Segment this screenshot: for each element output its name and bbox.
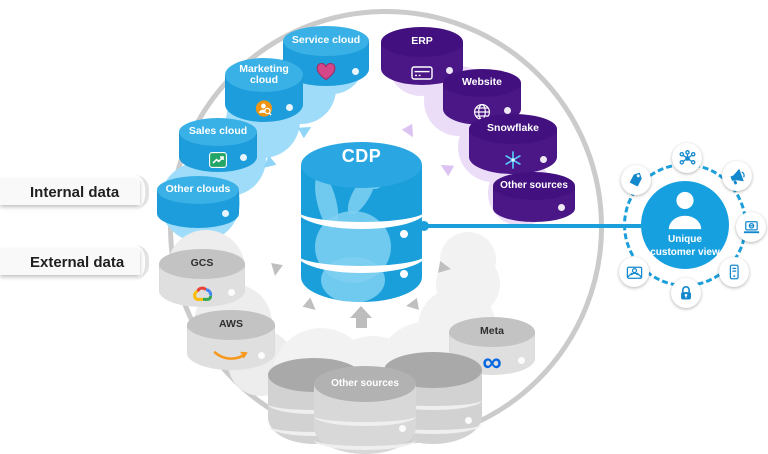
cdp-to-customer-connector [424,224,648,228]
lock-icon [671,278,701,308]
cdp-band-separator [297,192,426,229]
erp-label: ERP [411,35,433,48]
google-cloud-icon [190,285,214,302]
cylinder-meta: Meta ∞ [449,317,535,377]
stack-separator [314,430,416,450]
aws-smile-icon [213,350,249,363]
cylinder-aws: AWS [187,310,275,370]
cdp-label: CDP [341,146,382,166]
ribbon-tail [131,175,149,209]
cylinder-top: Sales cloud [179,118,257,146]
snowflake-icon [503,150,523,170]
sales-cloud-label: Sales cloud [188,125,248,138]
meta-label: Meta [480,325,504,338]
cylinder-top: Other sources [493,172,575,200]
other-clouds-label: Other clouds [165,183,231,196]
marketing-cloud-label: Marketing cloud [239,62,289,86]
cylinder-top: Other sources [314,366,416,402]
cylinder-dot [352,68,359,75]
globe-icon [473,103,491,121]
stack-separator [268,416,360,436]
decorative-arrow [269,263,283,277]
stack-separator [314,406,416,426]
stack-separator [384,414,482,434]
unique-customer-view-label: Unique customer view [650,234,720,258]
cylinder-dot [222,210,229,217]
internal-data-ribbon: Internal data [0,175,149,209]
cdp-dot [400,230,408,238]
stack-separator [384,390,482,410]
person-icon [662,189,708,236]
cylinder-top: Website [443,69,521,97]
cylinder-dot [258,352,265,359]
cylinder-dot [558,204,565,211]
share-network-icon [672,143,702,173]
cylinder-top: Meta [449,317,535,347]
cylinder-dot [540,156,547,163]
person-search-icon [255,99,274,118]
cylinder-sales-cloud: Sales cloud [179,118,257,172]
cdp-band-separator [297,236,426,273]
cylinder-top: Other clouds [157,176,239,204]
cdp-cylinder: CDP [297,142,426,302]
cylinder-gcs: GCS [159,249,245,307]
cylinder-dot [240,154,247,161]
decorative-arrow [405,298,419,312]
up-arrow-head [350,306,372,318]
email-contact-icon [619,257,649,287]
meta-infinity-icon: ∞ [482,347,502,377]
snowflake-label: Snowflake [487,122,539,135]
external-data-label: External data [30,253,125,271]
cylinder-other-sources-purple: Other sources [493,172,575,222]
cylinder-service-cloud: Service cloud [283,26,369,86]
cylinder-dot [465,417,472,424]
website-label: Website [461,76,503,89]
cylinder-dot [286,104,293,111]
decorative-arrow [438,261,452,275]
cylinder-dot [446,67,453,74]
heart-icon [316,63,336,81]
megaphone-icon [722,161,752,191]
other-sources-bottom-label: Other sources [331,377,399,389]
card-icon [411,66,433,80]
cylinder-marketing-cloud: Marketing cloud [225,58,303,122]
cylinder-top: ERP [381,27,463,57]
cylinder-dot [228,289,235,296]
cdp-top: CDP [301,142,422,188]
cylinder-dot [399,425,406,432]
white-trail-blob [440,232,496,288]
cylinder-other-clouds: Other clouds [157,176,239,228]
laptop-icon [736,212,766,242]
cylinder-other-sources-bottom: Other sources [314,366,416,454]
cdp-dot [400,270,408,278]
unique-customer-view-circle: Unique customer view [641,181,729,269]
aws-label: AWS [219,318,243,331]
other-sources-purple-label: Other sources [500,179,568,191]
cylinder-top: Snowflake [469,114,557,144]
cylinder-dot [518,357,525,364]
ribbon-tail [131,245,149,279]
cylinder-top: Service cloud [283,26,369,56]
up-arrow [350,306,372,328]
service-cloud-label: Service cloud [291,34,361,47]
cylinder-dot [504,107,511,114]
sales-chart-icon [209,152,227,168]
phone-icon [719,257,749,287]
cylinder-top: Marketing cloud [225,58,303,92]
external-data-ribbon: External data [0,245,149,279]
gcs-label: GCS [190,257,214,270]
cylinder-top: GCS [159,249,245,279]
cylinder-snowflake: Snowflake [469,114,557,174]
up-arrow-stem [355,318,367,328]
cylinder-top: AWS [187,310,275,340]
connector-endpoint-dot [419,221,429,231]
internal-data-label: Internal data [30,183,120,201]
tag-icon [621,165,651,195]
